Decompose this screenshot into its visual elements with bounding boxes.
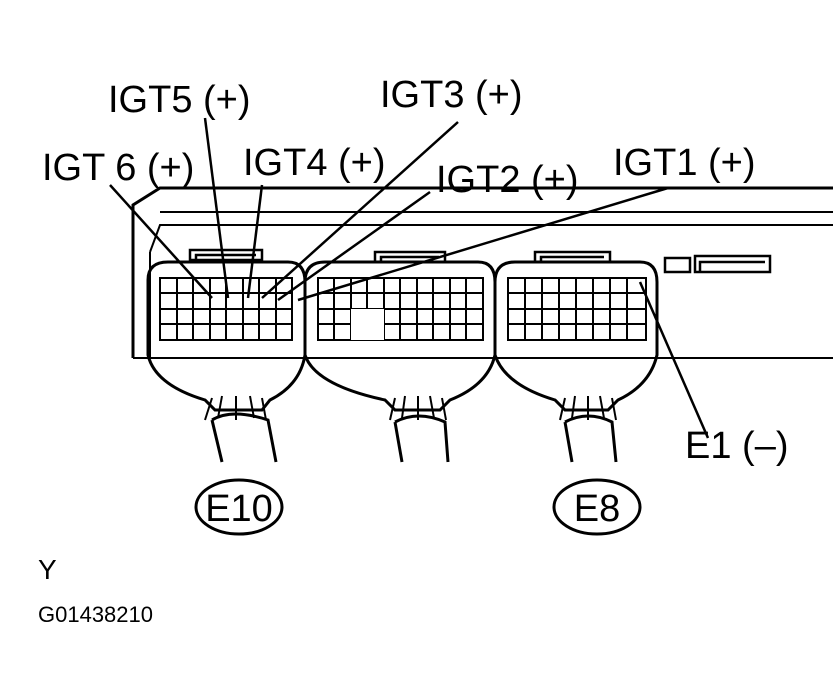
- connector-middle: [303, 260, 497, 463]
- figure-id: G01438210: [38, 602, 153, 627]
- leader-igt4: [246, 184, 264, 299]
- leader-igt6: [109, 184, 213, 299]
- connector-e10: [146, 260, 307, 463]
- leader-igt5: [203, 117, 230, 299]
- connector-circle-e8: [552, 478, 642, 536]
- label-igt2: IGT2 (+): [436, 159, 579, 201]
- leader-igt3: [261, 121, 459, 299]
- label-igt5: IGT5 (+): [108, 79, 251, 121]
- leader-igt1: [297, 186, 669, 302]
- label-igt1: IGT1 (+): [613, 142, 756, 184]
- leader-igt2: [277, 190, 431, 302]
- leader-lines: [109, 117, 710, 439]
- leader-e1: [638, 281, 710, 439]
- label-igt6: IGT 6 (+): [42, 147, 194, 189]
- label-igt4: IGT4 (+): [243, 142, 386, 184]
- connector-e8: [493, 260, 659, 463]
- label-connector-e8: E8: [574, 488, 620, 530]
- label-igt3: IGT3 (+): [380, 74, 523, 116]
- label-e1: E1 (–): [685, 425, 788, 467]
- connector-circle-e10: [194, 478, 284, 536]
- label-connector-e10: E10: [205, 488, 273, 530]
- ecu-housing: [131, 186, 833, 359]
- footer-letter: Y: [38, 554, 57, 585]
